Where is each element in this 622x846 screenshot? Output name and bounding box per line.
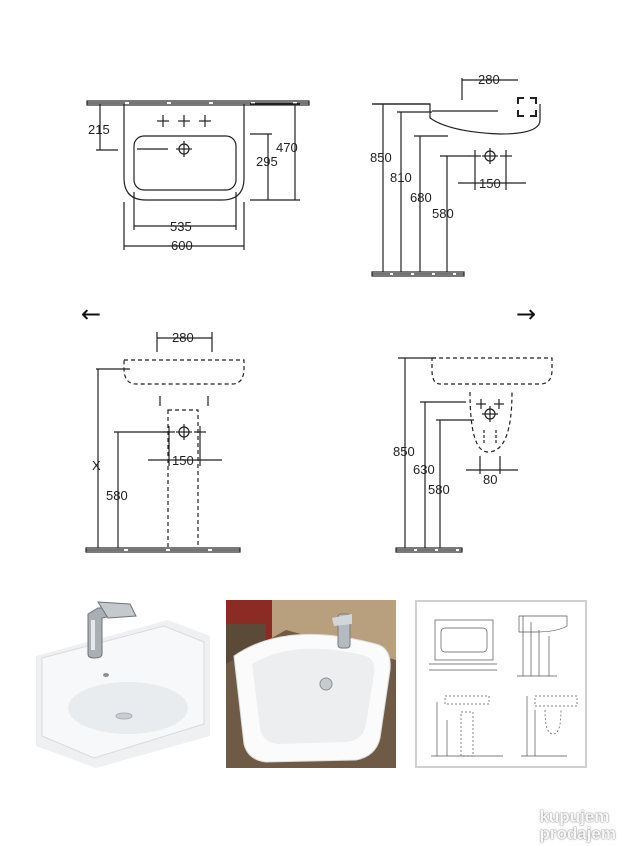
watermark-line-1: kupujem	[539, 807, 610, 826]
dim-80-label: 80	[483, 472, 497, 487]
front-view-bottom	[85, 332, 245, 553]
dim-535-label: 535	[170, 219, 192, 234]
thumbnail-basin-faucet[interactable]	[36, 596, 210, 768]
basin-faucet-photo	[36, 596, 210, 768]
dim-x-label: X	[92, 458, 101, 473]
dim-600-label: 600	[171, 238, 193, 253]
dim-810-label: 810	[390, 170, 412, 185]
next-arrow-button[interactable]: →	[516, 302, 536, 326]
dim-295-label: 295	[256, 154, 278, 169]
prev-arrow-button[interactable]: ←	[81, 302, 101, 326]
side-view-top	[371, 78, 541, 277]
dim-150-label-bottom: 150	[172, 453, 194, 468]
fullscreen-icon	[517, 97, 537, 117]
dim-470-label: 470	[276, 140, 298, 155]
watermark-logo: kupujem prodajem	[539, 808, 616, 842]
dim-150-label-top: 150	[479, 176, 501, 191]
side-view-bottom	[395, 357, 553, 553]
thumbnail-technical-drawing[interactable]	[415, 600, 587, 768]
front-view-top	[86, 100, 310, 250]
technical-drawing: 215 470 295 535 600 280 850 810 680 580 …	[85, 72, 553, 553]
technical-drawing-thumbnail	[417, 602, 585, 766]
dim-580-label-bottom-right: 580	[428, 482, 450, 497]
dim-680-label: 680	[410, 190, 432, 205]
dim-580-label-bottom-left: 580	[106, 488, 128, 503]
arrow-right-icon: →	[516, 300, 537, 328]
dim-850-label-bottom: 850	[393, 444, 415, 459]
dim-280-label-top: 280	[478, 72, 500, 87]
dim-215-label: 215	[88, 122, 110, 137]
dim-280-label-bottom: 280	[172, 330, 194, 345]
dim-850-label-top: 850	[370, 150, 392, 165]
basin-bathroom-photo	[226, 600, 396, 768]
dim-580-label-top: 580	[432, 206, 454, 221]
arrow-left-icon: ←	[81, 300, 102, 328]
thumbnail-basin-bathroom[interactable]	[226, 600, 396, 768]
fullscreen-button[interactable]	[516, 96, 538, 118]
watermark-line-2: prodajem	[539, 824, 616, 843]
dim-630-label: 630	[413, 462, 435, 477]
